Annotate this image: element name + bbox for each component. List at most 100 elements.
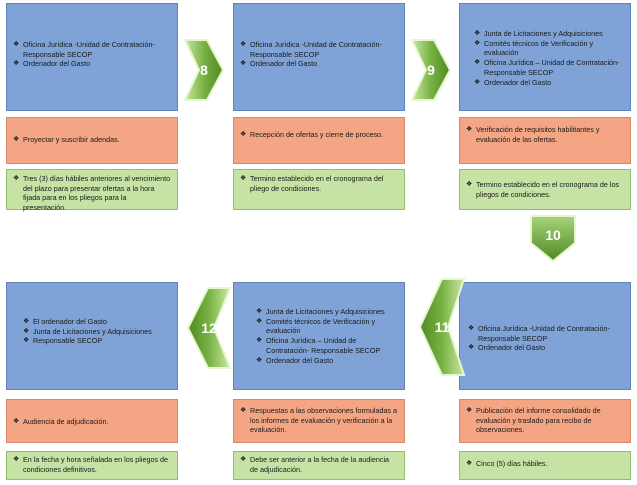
bullet-icon: ❖	[466, 407, 473, 414]
left-arrow-icon	[186, 287, 232, 369]
term-item: ❖Termino establecido en el cronograma de…	[240, 174, 398, 193]
role-text: Ordenador del Gasto	[250, 59, 318, 69]
role-item: ❖Oficina Jurídica -Unidad de Contratació…	[13, 40, 171, 59]
role-text: Oficina Jurídica -Unidad de Contratación…	[478, 324, 610, 343]
step11-action-box: ❖Publicación del informe consolidado de …	[459, 399, 631, 443]
bullet-icon: ❖	[256, 356, 263, 364]
role-item: ❖Comités técnicos de Verificación y eval…	[474, 39, 624, 58]
step10-roles-box: ❖Junta de Licitaciones y Adquisiciones ❖…	[459, 3, 631, 111]
step-number: 8	[200, 62, 208, 78]
role-item: ❖Junta de Licitaciones y Adquisiciones	[23, 327, 171, 337]
term-text: Termino establecido en el cronograma del…	[250, 174, 384, 193]
action-text: Recepción de ofertas y cierre de proceso…	[250, 130, 384, 139]
action-text: Audiencia de adjudicación.	[23, 417, 109, 426]
bullet-icon: ❖	[256, 308, 263, 315]
right-arrow-icon	[410, 39, 452, 101]
step12-roles-box: ❖Junta de Licitaciones y Adquisiciones ❖…	[233, 282, 405, 390]
bullet-icon: ❖	[23, 318, 30, 325]
bullet-icon: ❖	[256, 317, 263, 325]
term-text: Cinco (5) días hábiles.	[476, 459, 548, 468]
term-item: ❖Termino establecido en el cronograma de…	[466, 180, 624, 199]
step11-roles-box: ❖Oficina Jurídica -Unidad de Contratació…	[459, 282, 631, 390]
bullet-icon: ❖	[468, 344, 475, 352]
term-text: Termino establecido en el cronograma de …	[476, 180, 620, 199]
role-item: ❖Ordenador del Gasto	[240, 59, 398, 69]
bullet-icon: ❖	[474, 30, 481, 37]
bullet-icon: ❖	[13, 60, 20, 68]
role-text: Oficina Jurídica -Unidad de Contratación…	[23, 40, 155, 59]
action-item: ❖Publicación del informe consolidado de …	[466, 406, 624, 435]
bullet-icon: ❖	[240, 175, 247, 182]
step-number: 12	[201, 320, 217, 336]
step10-action-box: ❖Verificación de requisitos habilitantes…	[459, 117, 631, 164]
right-arrow-icon	[183, 39, 225, 101]
role-text: Ordenador del Gasto	[478, 343, 546, 353]
role-text: Comités técnicos de Verificación y evalu…	[484, 38, 594, 58]
bullet-icon: ❖	[23, 327, 30, 335]
term-item: ❖Cinco (5) días hábiles.	[466, 459, 624, 469]
role-item: ❖Oficina Jurídica – Unidad de Contrataci…	[256, 336, 398, 355]
step10-term-box: ❖Termino establecido en el cronograma de…	[459, 169, 631, 210]
step12-arrow: 12	[186, 286, 232, 370]
role-text: Ordenador del Gasto	[23, 59, 91, 69]
role-text: Oficina Jurídica – Unidad de Contratació…	[484, 58, 620, 77]
role-text: Junta de Licitaciones y Adquisiciones	[266, 307, 385, 316]
step13-action-box: ❖Audiencia de adjudicación.	[6, 399, 178, 443]
bullet-icon: ❖	[240, 60, 247, 68]
role-text: Responsable SECOP	[33, 336, 103, 346]
action-text: Respuestas a las observaciones formulada…	[250, 406, 398, 435]
role-item: ❖Ordenador del Gasto	[13, 59, 171, 69]
term-text: Tres (3) días hábiles anteriores al venc…	[23, 174, 171, 213]
role-text: El ordenador del Gasto	[33, 317, 107, 326]
bullet-icon: ❖	[13, 41, 20, 48]
step8-arrow: 8	[183, 38, 225, 102]
step13-roles-box: ❖El ordenador del Gasto ❖Junta de Licita…	[6, 282, 178, 390]
role-item: ❖Oficina Jurídica – Unidad de Contrataci…	[474, 58, 624, 77]
step12-term-box: ❖Debe ser anterior a la fecha de la audi…	[233, 451, 405, 480]
action-item: ❖Proyectar y suscribir adendas.	[13, 135, 171, 145]
role-item: ❖Ordenador del Gasto	[468, 343, 624, 353]
role-text: Junta de Licitaciones y Adquisiciones	[484, 29, 603, 38]
step-number: 9	[427, 62, 435, 78]
role-text: Oficina Jurídica -Unidad de Contratación…	[250, 40, 382, 59]
role-text: Junta de Licitaciones y Adquisiciones	[33, 326, 152, 336]
role-text: Ordenador del Gasto	[266, 355, 334, 365]
step12-action-box: ❖Respuestas a las observaciones formulad…	[233, 399, 405, 443]
step-number: 10	[545, 227, 561, 243]
role-text: Comités técnicos de Verificación y evalu…	[266, 316, 376, 336]
step10-arrow: 10	[528, 213, 578, 263]
bullet-icon: ❖	[466, 181, 473, 188]
bullet-icon: ❖	[466, 460, 473, 467]
bullet-icon: ❖	[256, 337, 263, 345]
down-arrow-icon	[530, 215, 576, 263]
term-text: En la fecha y hora señalada en los plieg…	[23, 455, 169, 474]
step8-term-box: ❖Tres (3) días hábiles anteriores al ven…	[6, 169, 178, 213]
bullet-icon: ❖	[240, 41, 247, 48]
step11-term-box: ❖Cinco (5) días hábiles.	[459, 451, 631, 480]
step8-roles-box: ❖Oficina Jurídica -Unidad de Contratació…	[6, 3, 178, 111]
bullet-icon: ❖	[13, 418, 20, 425]
bullet-icon: ❖	[466, 126, 473, 133]
action-item: ❖Audiencia de adjudicación.	[13, 417, 171, 427]
bullet-icon: ❖	[13, 175, 20, 182]
action-item: ❖Respuestas a las observaciones formulad…	[240, 406, 398, 435]
action-item: ❖Verificación de requisitos habilitantes…	[466, 125, 624, 144]
step9-roles-box: ❖Oficina Jurídica -Unidad de Contratació…	[233, 3, 405, 111]
role-item: ❖Ordenador del Gasto	[474, 78, 624, 88]
step13-term-box: ❖En la fecha y hora señalada en los plie…	[6, 451, 178, 480]
bullet-icon: ❖	[240, 131, 247, 138]
bullet-icon: ❖	[474, 78, 481, 86]
step9-term-box: ❖Termino establecido en el cronograma de…	[233, 169, 405, 210]
role-item: ❖Junta de Licitaciones y Adquisiciones	[256, 307, 398, 317]
action-text: Proyectar y suscribir adendas.	[23, 135, 120, 144]
left-arrow-icon	[418, 278, 466, 376]
term-item: ❖Tres (3) días hábiles anteriores al ven…	[13, 174, 171, 213]
bullet-icon: ❖	[474, 39, 481, 47]
term-item: ❖Debe ser anterior a la fecha de la audi…	[240, 455, 398, 474]
action-item: ❖Recepción de ofertas y cierre de proces…	[240, 130, 398, 140]
term-item: ❖En la fecha y hora señalada en los plie…	[13, 455, 171, 474]
bullet-icon: ❖	[474, 59, 481, 67]
role-item: ❖Oficina Jurídica -Unidad de Contratació…	[468, 324, 624, 343]
role-item: ❖Responsable SECOP	[23, 336, 171, 346]
role-item: ❖Comités técnicos de Verificación y eval…	[256, 317, 398, 336]
